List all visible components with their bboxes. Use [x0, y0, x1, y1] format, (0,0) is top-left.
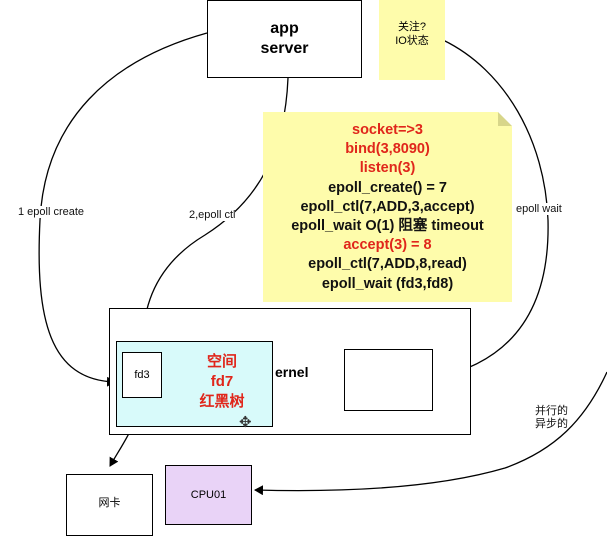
code-line-1: socket=>3: [352, 122, 423, 138]
epoll-create-label: 1 epoll create: [18, 206, 85, 218]
epoll-ctl-label: 2,epoll ctl: [189, 209, 236, 221]
parallel-label-line1: 并行的: [535, 405, 568, 417]
code-line-7: accept(3) = 8: [343, 237, 432, 254]
io-status-note-line2: IO状态: [395, 35, 429, 47]
code-line-2: bind(3,8090): [345, 141, 430, 158]
app-server-box[interactable]: app server: [207, 0, 362, 78]
kernel-space-line2: fd7: [210, 373, 234, 390]
parallel-to-cpu-arrow: [254, 371, 607, 496]
io-status-note[interactable]: 关注? IO状态: [379, 0, 445, 80]
kernel-space-line3: 红黑树: [199, 393, 245, 410]
io-status-note-line1: 关注?: [397, 21, 427, 33]
fd3-label: fd3: [134, 369, 150, 381]
epoll-wait-label: epoll wait: [516, 203, 562, 215]
code-line-3: listen(3): [359, 160, 416, 177]
kernel-space-text: 空间 fd7 红黑树: [172, 352, 272, 412]
nic-label: 网卡: [98, 497, 121, 509]
cpu-box[interactable]: CPU01: [165, 465, 252, 525]
code-line-4: epoll_create() = 7: [328, 179, 447, 196]
app-server-label: app: [270, 20, 299, 37]
cpu-label: CPU01: [190, 489, 227, 501]
epoll-wait-arrow: [434, 39, 549, 382]
code-line-8: epoll_ctl(7,ADD,8,read): [308, 256, 467, 273]
code-line-9: epoll_wait (fd3,fd8): [321, 275, 454, 292]
fd3-box[interactable]: fd3: [122, 352, 162, 398]
parallel-label-line2: 异步的: [535, 418, 568, 430]
move-cursor-icon: ✥: [239, 414, 252, 431]
kernel-label: ernel: [275, 364, 309, 380]
code-line-5: epoll_ctl(7,ADD,3,accept): [300, 198, 475, 215]
code-note[interactable]: socket=>3 bind(3,8090) listen(3) epoll_c…: [263, 112, 512, 302]
kernel-space-line1: 空间: [206, 353, 237, 370]
code-note-fold: [498, 112, 512, 126]
code-lines: socket=>3 bind(3,8090) listen(3) epoll_c…: [263, 121, 512, 294]
app-server-label-2: server: [260, 40, 309, 57]
parallel-async-label: 并行的 异步的: [535, 405, 568, 431]
code-line-6: epoll_wait O(1) 阻塞 timeout: [291, 218, 484, 235]
kernel-empty-box[interactable]: [344, 349, 433, 411]
nic-box[interactable]: 网卡: [66, 474, 153, 536]
epoll-create-arrow: [38, 32, 208, 387]
